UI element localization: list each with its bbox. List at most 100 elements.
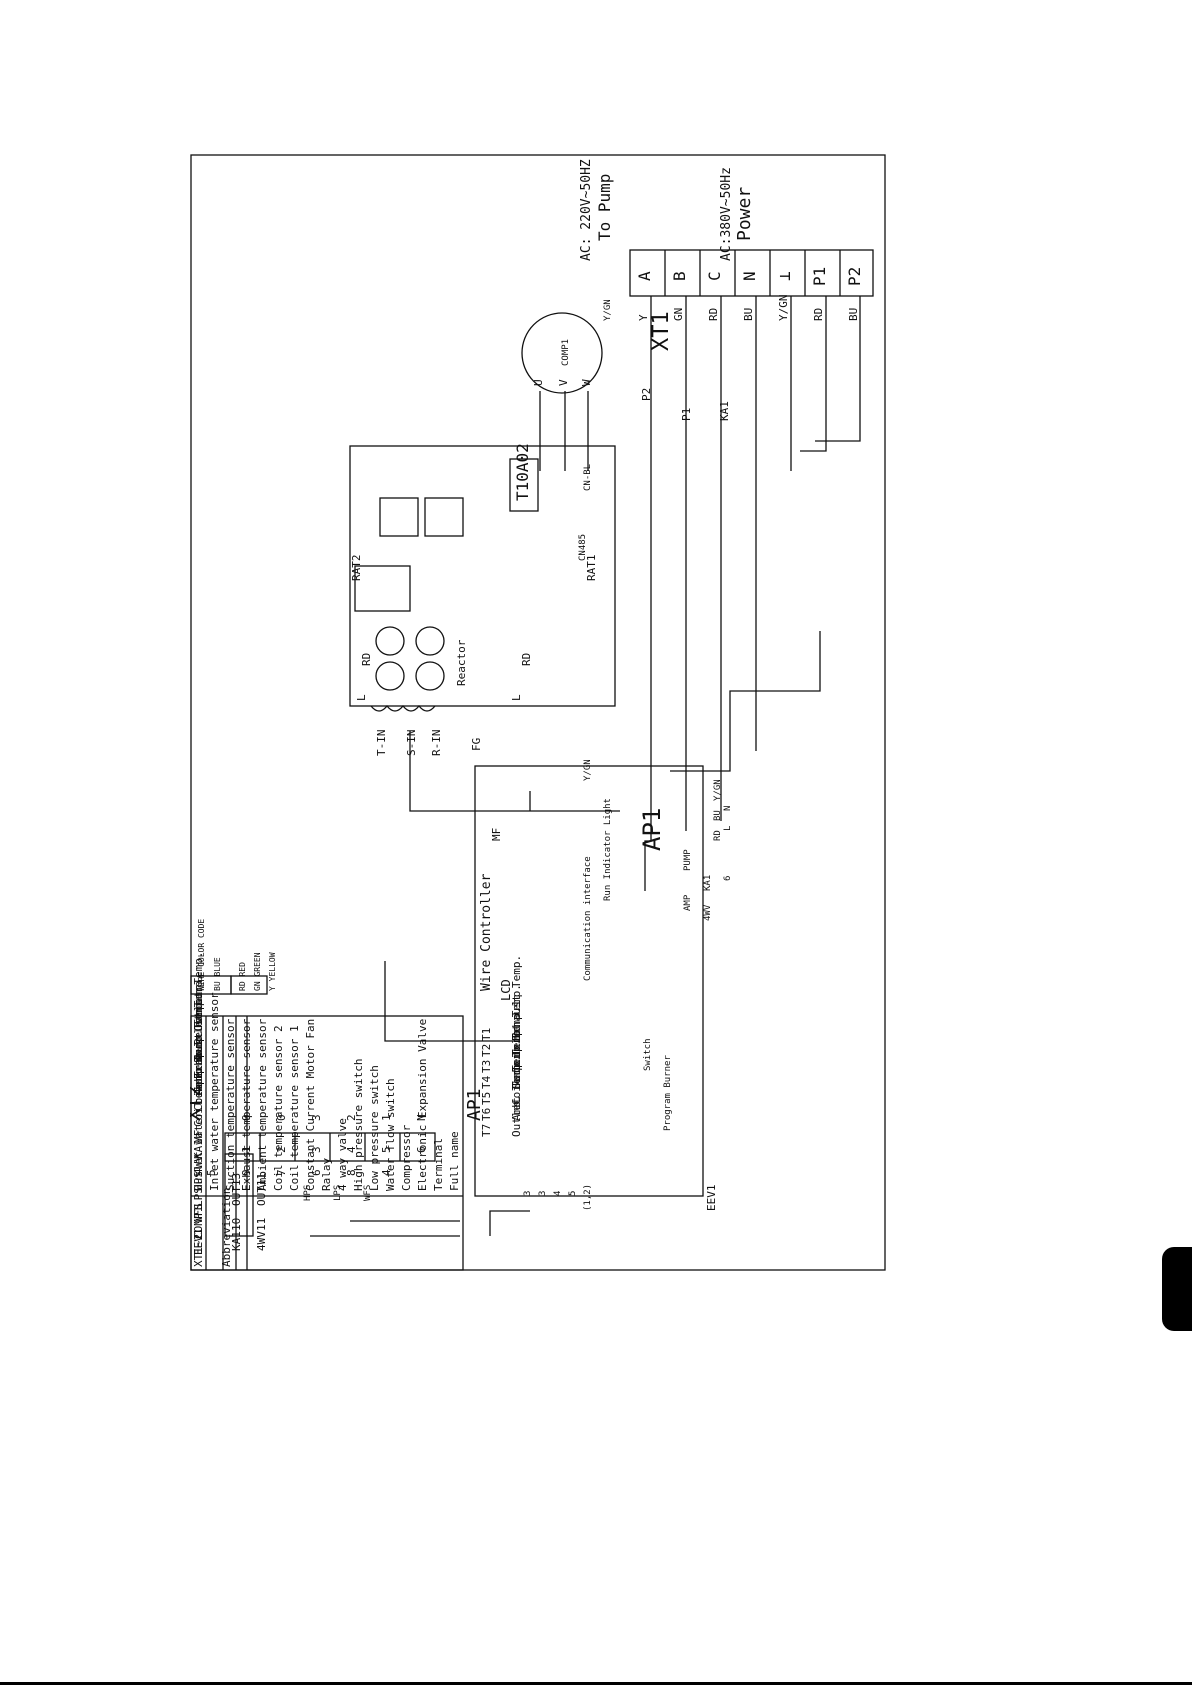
ap1-bottom-num-3: 4 xyxy=(553,1191,563,1196)
ap1-bottom-num-1: 3 xyxy=(523,1191,533,1196)
legend-row-11-abbr: LPS xyxy=(192,1187,205,1207)
xt2-switch-lps: LPS xyxy=(333,1185,343,1201)
xt1-wire-p2: BU xyxy=(847,308,860,321)
driver-fg: FG xyxy=(470,738,483,751)
legend-row-14-abbr: EEV1 xyxy=(192,1229,205,1256)
ap1-out-title: AP1 xyxy=(464,1088,485,1121)
driver-cn-bl: CN-BL xyxy=(583,464,593,491)
xt2-label: XT2 xyxy=(190,1085,205,1121)
xt2-switch-hps: HPS xyxy=(303,1185,313,1201)
xt1-terminal-ground: ⊥ xyxy=(775,271,794,281)
ap1-title: AP1 xyxy=(638,808,666,851)
power-spec: AC:380V~50Hz xyxy=(719,167,734,261)
xt1-terminal-c: C xyxy=(705,271,724,281)
driver-model: T10A02 xyxy=(513,443,532,501)
legend-table xyxy=(190,1015,464,1271)
sensor-t3-code: T3 xyxy=(480,1060,493,1073)
compressor-motor xyxy=(521,312,603,394)
legend-row-3-full: Exhaust temperature sensor xyxy=(240,1018,253,1191)
comp-phase-v: V xyxy=(557,379,570,386)
ap1-run-light: Run Indicator Light xyxy=(603,798,613,901)
legend-row-8-full: Ralay xyxy=(320,1158,333,1191)
legend-row-10-abbr: HPS xyxy=(192,1171,205,1191)
xt2-terminal-1: 1 xyxy=(240,1146,253,1153)
legend-row-15-full: Terminal xyxy=(432,1138,445,1191)
xt1-terminal-p1: P1 xyxy=(810,267,829,286)
driver-s-in: S-IN xyxy=(405,730,418,757)
xt2-terminal-3: 3 xyxy=(310,1146,323,1153)
driver-r-in: R-IN xyxy=(430,730,443,757)
pump-title: To Pump xyxy=(595,174,614,241)
xt1-wire-p1: RD xyxy=(812,308,825,321)
xt2-terminal-5: 5 xyxy=(380,1146,393,1153)
power-title: Power xyxy=(734,187,755,241)
legend-row-9-full: 4 way valve xyxy=(336,1118,349,1191)
legend-row-9-abbr: 4WV xyxy=(192,1155,205,1175)
sensor-t7-code: T7 xyxy=(480,1124,493,1137)
wiring-diagram: XT1 Power AC:380V~50Hz To Pump AC: 220V~… xyxy=(190,154,886,1271)
sensor-t5-label: Coil Temp.2 xyxy=(510,1032,523,1105)
ap1-out-dev-2: 4WV xyxy=(255,1231,268,1251)
legend-row-5-full: Coil temperature sensor 2 xyxy=(272,1025,285,1191)
driver-rat2: RAT2 xyxy=(350,555,363,582)
legend-row-10-full: High pressure switch xyxy=(352,1059,365,1191)
legend-row-4-full: Ambient temperature sensor xyxy=(256,1018,269,1191)
driver-rat1: RAT1 xyxy=(585,555,598,582)
legend-row-13-abbr: COMP1 xyxy=(192,1206,205,1239)
ap1-switch: Switch xyxy=(643,1038,653,1071)
xt1-wire-c: RD xyxy=(707,308,720,321)
wire-code-bu: BU BLUE xyxy=(213,957,222,991)
ap1-main-board xyxy=(474,765,704,1197)
xt2-bottom-5: 8 xyxy=(345,1169,358,1176)
ap1-eev: EEV1 xyxy=(705,1185,718,1212)
sensor-t6-code: T6 xyxy=(480,1108,493,1121)
wire-code-title: WIRE COLOR CODE xyxy=(197,919,206,991)
legend-row-1-full: Inlet water temperature sensor xyxy=(208,992,221,1191)
ap1-out-col-2: OUT11 xyxy=(255,1173,268,1206)
ap1-mf: MF xyxy=(490,828,503,841)
driver-t-in: T-IN xyxy=(375,730,388,757)
relay-p1: P1 xyxy=(680,408,693,421)
xt2-top-4: 2 xyxy=(345,1114,358,1121)
sensor-t3-label: Coil Temp.1 xyxy=(510,1000,523,1073)
sensor-t1-code: T1 xyxy=(480,1028,493,1041)
xt2-top-3: 3 xyxy=(310,1114,323,1121)
legend-row-1-abbr: Inlet Temp. xyxy=(192,974,205,1047)
ap1-right-ka1: KA1 xyxy=(703,875,713,891)
xt2-switch-wfs: WFS xyxy=(363,1185,373,1201)
page-bottom-rule xyxy=(0,1682,1192,1685)
ap1-bottom-num-2: 3 xyxy=(538,1191,548,1196)
legend-row-12-abbr: WFS xyxy=(192,1203,205,1223)
driver-cn485: CN485 xyxy=(578,534,588,561)
wire-code-y: Y YELLOW xyxy=(268,952,277,991)
sensor-t4-code: T4 xyxy=(480,1075,493,1089)
driver-ground: Y/GN xyxy=(583,759,593,781)
legend-row-4-abbr: Amb. Temp. xyxy=(192,1029,205,1095)
ap1-wire-controller: Wire Controller xyxy=(479,873,494,991)
xt2-top-1: 0 xyxy=(240,1114,253,1121)
diagram-border xyxy=(190,154,886,1271)
wiring-diagram-rotated: XT1 Power AC:380V~50Hz To Pump AC: 220V~… xyxy=(190,154,886,1271)
legend-row-15-abbr: XT1~2 xyxy=(192,1234,205,1267)
ap1-out-col-1: OUT13 xyxy=(230,1173,243,1206)
legend-row-14-full: Electronic Expansion Valve xyxy=(416,1019,429,1191)
xt2-bottom-4: 6 xyxy=(310,1169,323,1176)
ap1-bottom-num-4: 5 xyxy=(568,1191,578,1196)
legend-row-0-full: Outlet water temperature sensor xyxy=(192,985,205,1191)
xt1-terminal-n: N xyxy=(740,271,759,281)
wire-code-gn: GN GREEN xyxy=(253,952,262,991)
comp-phase-w: W xyxy=(580,379,593,386)
legend-row-0-abbr: Outlet Temp. xyxy=(192,952,205,1031)
section-tab xyxy=(1162,1247,1192,1331)
xt2-bottom-3: 7 xyxy=(275,1169,288,1176)
legend-row-16-full: Full name xyxy=(448,1131,461,1191)
xt2-top-2: 0 xyxy=(275,1114,288,1121)
xt1-wire-b: GN xyxy=(672,308,685,321)
reactor-coil xyxy=(370,704,436,712)
legend-row-12-full: Water flow switch xyxy=(384,1078,397,1191)
xt1-wire-n: BU xyxy=(742,308,755,321)
xt2-bottom-6: 4 xyxy=(380,1169,393,1176)
ap1-out-block xyxy=(224,1153,254,1237)
relay-p2: P2 xyxy=(640,388,653,401)
reactor-l-top: L xyxy=(510,694,523,701)
